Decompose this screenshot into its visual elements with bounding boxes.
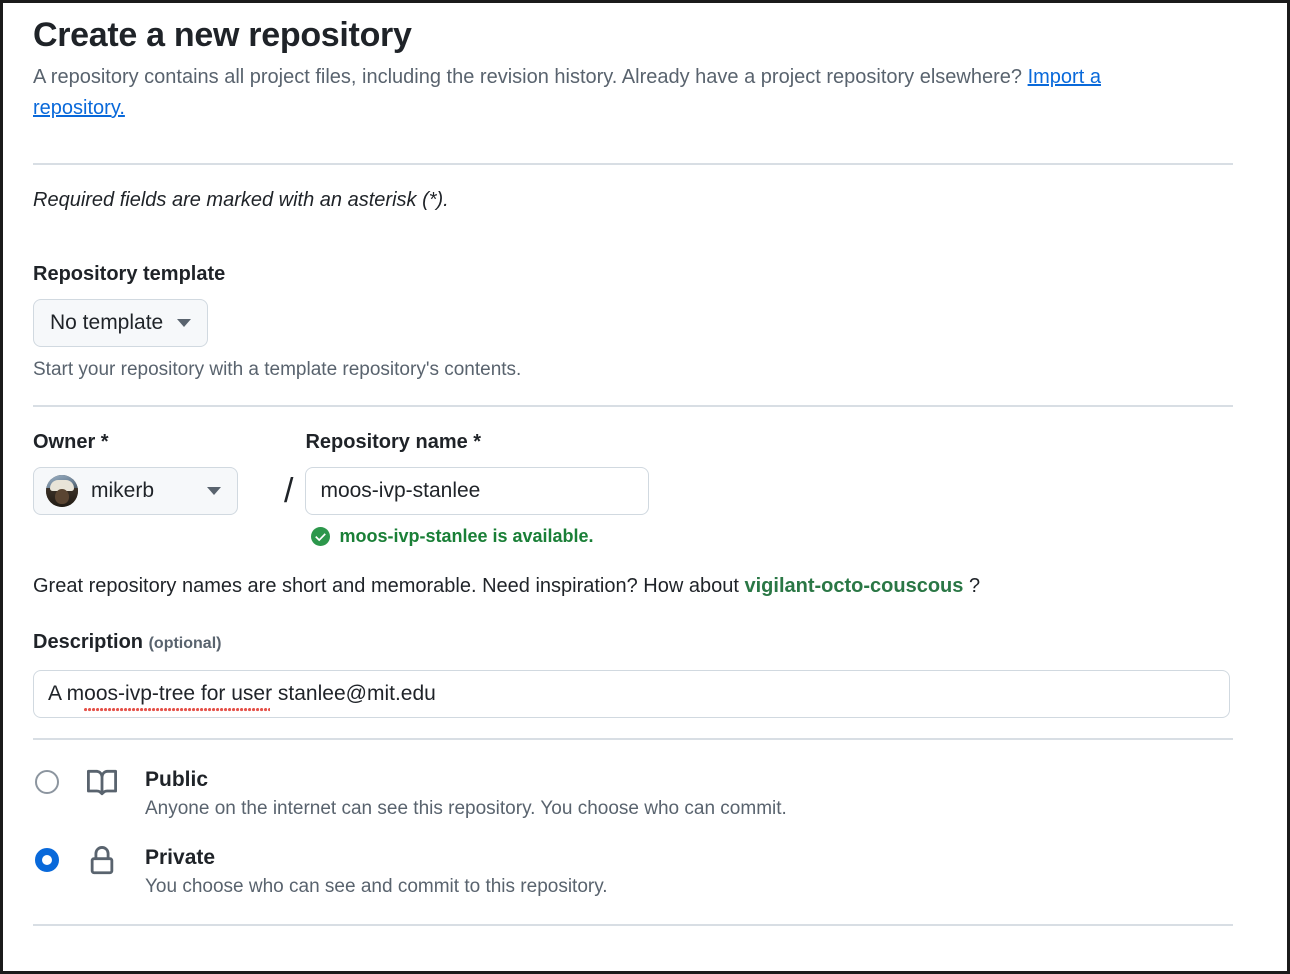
page-subtitle: A repository contains all project files,… [33, 62, 1178, 124]
visibility-option-private[interactable]: Private You choose who can see and commi… [33, 844, 1233, 900]
repository-template-helper: Start your repository with a template re… [33, 359, 522, 380]
radio-private[interactable] [35, 848, 59, 872]
chevron-down-icon [207, 487, 221, 495]
divider-template [33, 405, 1233, 407]
repository-name-input[interactable] [305, 467, 650, 515]
import-repository-link[interactable]: Import a repository. [33, 66, 1101, 119]
page-title: Create a new repository [33, 16, 412, 54]
repository-name-label: Repository name * [305, 431, 482, 453]
availability-text: moos-ivp-stanlee is available. [339, 526, 594, 546]
description-input-wrapper [33, 670, 1230, 718]
visibility-public-description: Anyone on the internet can see this repo… [145, 798, 787, 819]
check-circle-icon [311, 527, 331, 546]
description-label: Description (optional) [33, 629, 1233, 657]
radio-public[interactable] [35, 770, 59, 794]
chevron-down-icon [177, 319, 192, 327]
visibility-private-text: Private You choose who can see and commi… [145, 844, 608, 900]
visibility-public-text: Public Anyone on the internet can see th… [145, 766, 787, 822]
owner-select[interactable]: mikerb [33, 467, 238, 515]
owner-select-content: mikerb [46, 475, 154, 507]
visibility-option-public[interactable]: Public Anyone on the internet can see th… [33, 766, 1233, 822]
description-input[interactable] [33, 670, 1230, 718]
owner-repository-row: Owner * mikerb / Repository name * [33, 429, 1233, 547]
repository-template-value: No template [50, 311, 164, 334]
lock-icon [87, 846, 121, 881]
avatar [46, 475, 78, 507]
required-fields-note: Required fields are marked with an aster… [33, 189, 449, 211]
description-optional-tag: (optional) [148, 635, 222, 652]
visibility-public-title: Public [145, 768, 209, 791]
owner-value: mikerb [91, 479, 155, 502]
repository-name-column: Repository name * moos-ivp-stanlee is av… [305, 429, 1233, 547]
repository-availability-status: moos-ivp-stanlee is available. [311, 526, 1233, 547]
suggested-repository-name[interactable]: vigilant-octo-couscous [744, 575, 964, 597]
repository-template-label: Repository template [33, 263, 226, 285]
owner-label: Owner * [33, 431, 109, 453]
repo-book-icon [87, 768, 121, 803]
page-subtitle-text: A repository contains all project files,… [33, 66, 1028, 88]
repository-template-select[interactable]: No template [33, 299, 209, 347]
form-container: Create a new repository A repository con… [33, 3, 1233, 926]
visibility-private-description: You choose who can see and commit to thi… [145, 876, 608, 897]
divider-header [33, 163, 1233, 165]
visibility-private-title: Private [145, 846, 216, 869]
path-separator: / [284, 472, 294, 510]
inspiration-line: Great repository names are short and mem… [33, 573, 1233, 599]
inspiration-prefix: Great repository names are short and mem… [33, 575, 745, 597]
divider-visibility [33, 924, 1233, 926]
owner-repo-separator-wrapper: / [278, 429, 305, 515]
owner-column: Owner * mikerb [33, 429, 278, 515]
description-label-text: Description [33, 631, 144, 653]
divider-description [33, 738, 1233, 740]
inspiration-suffix: ? [963, 575, 981, 597]
